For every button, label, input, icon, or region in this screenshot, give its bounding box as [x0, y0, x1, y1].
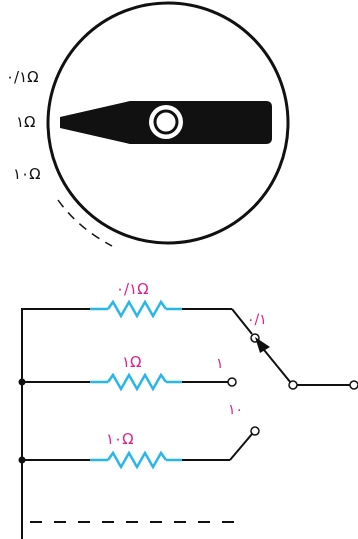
switch-arrowhead: [255, 337, 270, 353]
contact-label-1: ۱: [216, 356, 224, 372]
bottom-contact-lead: [229, 433, 253, 461]
contact-label-0-1: ۰/۱: [247, 312, 267, 328]
dial-rotation-arc: [57, 199, 113, 247]
switch-pivot: [288, 380, 298, 390]
rotary-dial: ۰/۱Ω ۱Ω ۱۰Ω: [6, 1, 290, 247]
dial-label-1-ohm: ۱Ω: [16, 113, 36, 131]
output-terminal: [349, 380, 358, 390]
contact-1: [227, 377, 237, 387]
switch-blade: [259, 344, 292, 384]
dial-label-10-ohm: ۱۰Ω: [13, 165, 41, 183]
resistor-label-1-ohm: ۱Ω: [122, 353, 142, 371]
resistor-10-ohm: [90, 450, 182, 470]
resistor-label-0-1-ohm: ۰/۱Ω: [116, 280, 149, 298]
circuit: ۰/۱Ω ۰/۱ ۱Ω ۱ ۱۰Ω ۱۰: [18, 280, 358, 539]
contact-10: [250, 426, 260, 436]
dial-label-0-1-ohm: ۰/۱Ω: [6, 68, 39, 86]
resistor-label-10-ohm: ۱۰Ω: [106, 430, 134, 448]
contact-label-10: ۱۰: [228, 402, 243, 418]
resistor-0-1-ohm: [90, 299, 182, 319]
knob-center-dot: [153, 109, 179, 135]
top-contact-lead: [231, 308, 253, 335]
resistor-1-ohm: [90, 372, 182, 392]
